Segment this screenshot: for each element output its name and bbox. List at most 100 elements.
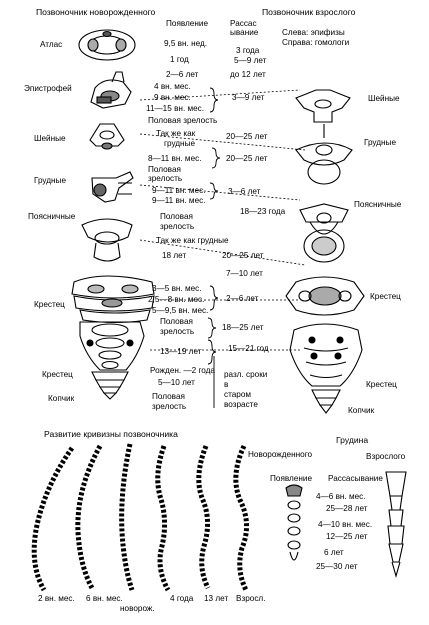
- newborn-header: Позвоночник новорожденного: [36, 7, 156, 17]
- curv-label-4: 13 лет: [204, 594, 229, 603]
- cerv-puberty2: зрелость: [148, 174, 183, 183]
- coc-r4: возрасте: [224, 400, 258, 409]
- sac-a: 7—10 лет: [226, 269, 263, 278]
- epiphyses-note: Слева: эпифизы: [282, 28, 345, 37]
- sternum-title: Грудина: [336, 435, 369, 445]
- sternum-appearance: Появление: [270, 474, 313, 483]
- coc-r1: разл. сроки: [224, 370, 268, 379]
- lumb-res: 20—25 лет: [222, 251, 264, 260]
- epi-puberty: Половая зрелость: [148, 116, 218, 125]
- spine-13-years: [196, 445, 211, 590]
- spine-4-years: [155, 445, 171, 592]
- sac-d-app: 13—19 лет: [160, 347, 202, 356]
- curvature-newborn: Новорожденного: [248, 450, 313, 459]
- epi-app2: 9 вн. мес.: [154, 93, 191, 102]
- atlas-app1: 9,5 вн. нед.: [164, 39, 208, 48]
- sternum-v3: 4—10 вн. мес.: [318, 520, 373, 529]
- adult-sternum-drawing: [385, 471, 407, 579]
- sternum-v2: 25—28 лет: [326, 504, 368, 513]
- curvature-title: Развитие кривизны позвоночника: [44, 429, 178, 439]
- atlas-res3: до 12 лет: [230, 70, 266, 79]
- cerv-app: 8—11 вн. мес.: [148, 154, 202, 163]
- cerv-same2: грудные: [164, 139, 196, 148]
- epistropheus-drawing: [90, 71, 132, 109]
- coc-r3: старом: [224, 390, 252, 399]
- spine-adult: [233, 444, 249, 592]
- label-coccyx: Копчик: [48, 394, 75, 403]
- curv-label-5: Взросл.: [236, 594, 266, 603]
- sternum-adult: Взрослого: [366, 452, 406, 461]
- sacrum-lower-drawing: [79, 321, 145, 371]
- atlas-res1: 3 года: [236, 46, 260, 55]
- label-thoracic: Грудные: [34, 176, 66, 185]
- sac-b-res: 2—6 лет: [226, 294, 259, 303]
- adult-label-sacrum: Крестец: [370, 292, 401, 301]
- spine-2-month: [31, 446, 75, 592]
- atlas-app3: 2—6 лет: [166, 70, 199, 79]
- sac-c1: Половая: [160, 317, 193, 326]
- atlas-drawing: [78, 29, 136, 61]
- adult-sacrum-top-drawing: [285, 276, 365, 316]
- coc-r2: в: [224, 380, 229, 389]
- adult-label-cervical: Шейные: [368, 94, 400, 103]
- thor-res: 3—6 лет: [228, 187, 261, 196]
- coc-a1: Рожден. —2 года: [150, 366, 215, 375]
- sac-c2: зрелость: [160, 327, 195, 336]
- sac-d-res: 15—21 год: [228, 344, 269, 353]
- curv-label-1: 6 вн. мес.: [86, 594, 123, 603]
- epi-app1: 4 вн. мес.: [154, 82, 191, 91]
- label-epistropheus: Эпистрофей: [24, 84, 72, 93]
- thor-puberty2: зрелость: [160, 222, 195, 231]
- curvature-spines: [31, 443, 249, 592]
- thor-app2: 9—11 вн. мес.: [152, 196, 206, 205]
- atlas-res2: 5—9 лет: [234, 56, 267, 65]
- thor-res2: 18—23 года: [240, 207, 286, 216]
- atlas-app2: 1 год: [170, 55, 189, 64]
- coccyx-drawing: [91, 371, 129, 400]
- cerv-same: Так же как: [156, 129, 196, 138]
- spine-newborn: [119, 443, 135, 591]
- value-braces: [207, 87, 221, 408]
- adult-label-sacrum2: Крестец: [366, 380, 397, 389]
- cervical-drawing: [89, 123, 125, 150]
- connector-lines: [139, 89, 306, 351]
- sac-b2: 2,5—8 вн. мес.: [148, 295, 205, 304]
- adult-thoracic-drawing: [295, 124, 353, 185]
- spine-6-month: [75, 444, 103, 590]
- coc-a3: Половая: [152, 392, 185, 401]
- label-lumbar: Поясничные: [28, 212, 76, 221]
- lumb-same: Так же как грудные: [156, 236, 229, 245]
- thor-puberty1: Половая: [160, 212, 193, 221]
- coc-a4: зрелость: [152, 402, 187, 411]
- curv-label-3: 4 года: [170, 594, 194, 603]
- sacrum-upper-drawing: [71, 275, 155, 324]
- cerv-res2: 20—25 лет: [226, 154, 268, 163]
- sac-b3: 5—9,5 вн. мес.: [152, 306, 209, 315]
- coc-a2: 5—10 лет: [158, 378, 195, 387]
- epi-res1: 3—9 лет: [232, 93, 265, 102]
- sternum-v6: 25—30 лет: [316, 562, 358, 571]
- sternum-v1: 4—6 вн. мес.: [316, 492, 366, 501]
- newborn-sternum-drawing: [285, 484, 303, 561]
- adult-cervical-drawing: [295, 89, 351, 123]
- label-atlas: Атлас: [40, 40, 63, 49]
- curv-label-0: 2 вн. мес.: [38, 594, 75, 603]
- epi-app3: 11—15 вн. мес.: [146, 104, 205, 113]
- thor-app1: 9—11 вн. мес.: [152, 186, 206, 195]
- sac-b1: 3—5 вн. мес.: [152, 284, 202, 293]
- cerv-puberty1: Половая: [148, 165, 181, 174]
- lumb-app: 18 лет: [162, 251, 187, 260]
- resorption-header: Рассасывание: [230, 19, 259, 37]
- label-sacrum-lower: Крестец: [42, 370, 73, 379]
- label-sacrum: Крестец: [34, 300, 65, 309]
- lumbar-drawing: [81, 218, 133, 262]
- sternum-resorption: Рассасывание: [328, 474, 383, 483]
- adult-label-thoracic: Грудные: [364, 138, 396, 147]
- adult-lumbar-drawing: [299, 203, 349, 263]
- sternum-v4: 12—25 лет: [326, 532, 368, 541]
- sac-c-res: 18—25 лет: [222, 323, 264, 332]
- appearance-header: Появление: [166, 19, 209, 28]
- curv-label-2: новорож.: [120, 604, 155, 613]
- adult-label-coccyx: Копчик: [348, 406, 375, 415]
- adult-sacrum-front-drawing: [289, 323, 363, 387]
